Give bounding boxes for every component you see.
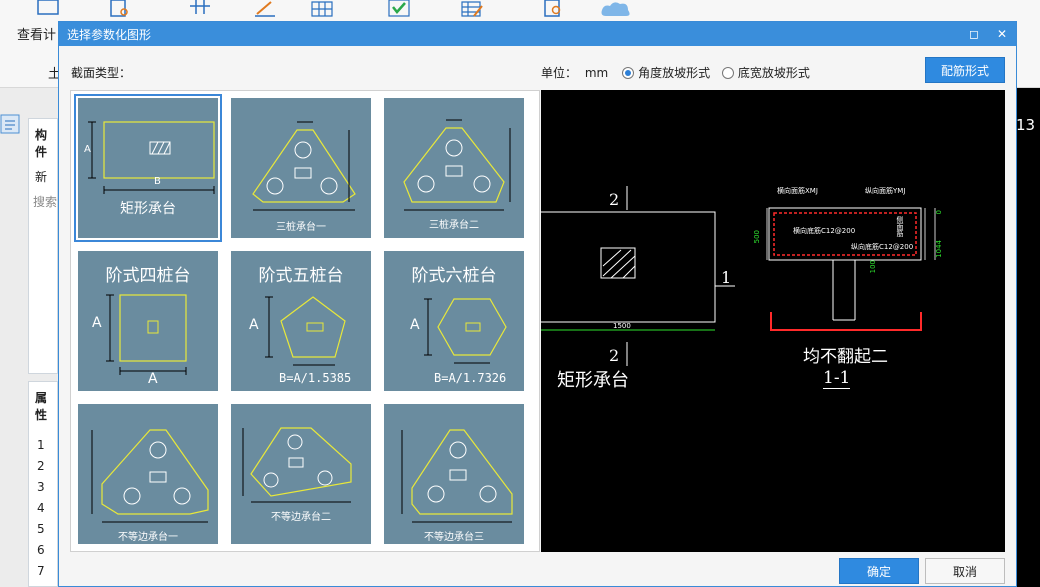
radio-angle[interactable] xyxy=(622,67,635,79)
formula: B=A/1.5385 xyxy=(279,371,352,385)
dim-b: A xyxy=(148,371,158,387)
shape-cell-uneven-2[interactable]: 不等边承台二 xyxy=(231,404,371,544)
property-header: 属性 xyxy=(35,391,48,422)
list-icon[interactable] xyxy=(0,114,20,134)
radio-width-label[interactable]: 底宽放坡形式 xyxy=(737,66,810,80)
property-row[interactable]: 1 xyxy=(37,438,45,452)
dim-a: A xyxy=(410,317,420,333)
select-shape-dialog: 选择参数化图形 ◻ ✕ 截面类型： 单位： mm 角度放坡形式 底宽放坡形式 配… xyxy=(58,21,1017,587)
property-row[interactable]: 5 xyxy=(37,522,45,536)
shape-cell-step-6[interactable]: 阶式六桩台 A B=A/1.7326 xyxy=(384,251,524,391)
dim-a: A xyxy=(92,315,102,331)
formula: B=A/1.7326 xyxy=(434,371,507,385)
rebar-bot-v: 纵向底筋C12@200 xyxy=(851,243,914,251)
toolbar-icon-report-search[interactable] xyxy=(541,0,565,18)
shape-label: 阶式六桩台 xyxy=(411,266,497,286)
unit-label: 单位： xyxy=(541,66,578,80)
toolbar-icon-check[interactable] xyxy=(387,0,411,18)
label-2-bottom: 2 xyxy=(609,346,620,365)
section-label: 1-1 xyxy=(823,368,851,389)
radio-angle-label[interactable]: 角度放坡形式 xyxy=(638,66,711,80)
search-box[interactable]: 搜索 xyxy=(33,195,58,209)
toolbar-icon-table[interactable] xyxy=(36,0,60,18)
cancel-button[interactable]: 取消 xyxy=(925,558,1005,584)
shape-cell-triangle-1[interactable]: 三桩承台一 xyxy=(231,98,371,238)
component-panel: 构件 新 搜索 xyxy=(28,118,58,374)
unit-row: 单位： mm 角度放坡形式 底宽放坡形式 xyxy=(541,64,810,81)
toolbar-icon-grid-edit[interactable] xyxy=(188,0,212,18)
dim-a: A xyxy=(249,317,259,333)
property-row[interactable]: 4 xyxy=(37,501,45,515)
dim-1500: 1500 xyxy=(613,322,631,330)
peijin-button[interactable]: 配筋形式 xyxy=(925,57,1005,83)
dim-1044: 1044 xyxy=(935,240,943,258)
rebar-top-h: 横向面筋XMJ xyxy=(777,187,818,195)
shape-label: 阶式四桩台 xyxy=(105,266,191,286)
dim-500: 500 xyxy=(753,230,761,244)
property-panel: 属性 1 2 3 4 5 6 7 xyxy=(28,381,58,587)
shape-label: 不等边承台一 xyxy=(118,532,178,543)
shape-cell-step-4[interactable]: 阶式四桩台 A A xyxy=(78,251,218,391)
shape-cell-rect[interactable]: A B 矩形承台 xyxy=(74,94,222,242)
shape-label: 不等边承台二 xyxy=(271,512,331,523)
property-row[interactable]: 6 xyxy=(37,543,45,557)
section-type-label: 截面类型： xyxy=(71,66,132,80)
preview-caption: 矩形承台 xyxy=(557,370,629,391)
component-header: 构件 xyxy=(35,128,48,159)
toolbar-icon-doc-search[interactable] xyxy=(107,0,131,18)
shape-label: 三桩承台一 xyxy=(276,222,326,233)
shape-cell-triangle-2[interactable]: 三桩承台二 xyxy=(384,98,524,238)
shape-cell-step-5[interactable]: 阶式五桩台 A B=A/1.5385 xyxy=(231,251,371,391)
dialog-title: 选择参数化图形 xyxy=(67,27,152,42)
property-row[interactable]: 2 xyxy=(37,459,45,473)
label-1: 1 xyxy=(721,268,732,287)
rebar-bot-h: 横向底筋C12@200 xyxy=(793,227,856,235)
shape-label: 不等边承台三 xyxy=(424,532,484,543)
dim-b: B xyxy=(154,176,161,187)
property-rows: 1 2 3 4 5 6 7 xyxy=(29,423,57,582)
toolbar-icon-cloud[interactable] xyxy=(600,0,632,18)
shape-label: 矩形承台 xyxy=(120,201,176,217)
radio-width[interactable] xyxy=(721,67,734,79)
label-2-top: 2 xyxy=(609,190,620,209)
close-icon[interactable]: ✕ xyxy=(996,27,1008,41)
side-bar: 侧面筋 xyxy=(896,216,904,237)
toolbar-icon-pen[interactable] xyxy=(253,0,277,18)
toolbar-icon-3d-grid[interactable] xyxy=(310,0,334,18)
unit-value: mm xyxy=(584,66,609,80)
toolbar-label[interactable]: 查看计 xyxy=(17,28,57,43)
toolbar-icon-sheet-edit[interactable] xyxy=(460,0,484,18)
dim-a: A xyxy=(84,144,91,155)
ok-button[interactable]: 确定 xyxy=(839,558,919,584)
property-row[interactable]: 3 xyxy=(37,480,45,494)
preview-canvas: 2 2 1 1500 矩形承台 横向面筋XMJ 纵向面筋YMJ 横向底筋C12@… xyxy=(541,90,1005,552)
dialog-title-bar: 选择参数化图形 ◻ ✕ xyxy=(59,22,1016,46)
restore-icon[interactable]: ◻ xyxy=(969,27,979,41)
canvas-number: 13 xyxy=(1016,116,1036,134)
shape-grid: A B 矩形承台 三桩承台一 xyxy=(70,90,540,552)
dim-0: 0 xyxy=(935,210,943,215)
rebar-top-v: 纵向面筋YMJ xyxy=(865,187,906,195)
shape-cell-uneven-1[interactable]: 不等边承台一 xyxy=(78,404,218,544)
toolbar-sub-label[interactable]: 土 xyxy=(48,67,62,82)
shape-label: 三桩承台二 xyxy=(429,220,479,231)
dim-100: 100 xyxy=(869,260,877,274)
shape-cell-uneven-3[interactable]: 不等边承台三 xyxy=(384,404,524,544)
shape-label: 阶式五桩台 xyxy=(258,266,344,286)
property-row[interactable]: 7 xyxy=(37,564,45,578)
new-component-button[interactable]: 新 xyxy=(35,170,48,184)
drawing-canvas[interactable]: 13 xyxy=(1014,88,1040,587)
left-panel: 构件 新 搜索 属性 1 2 3 4 5 6 7 xyxy=(0,88,58,587)
preview-note: 均不翻起二 xyxy=(803,347,888,367)
